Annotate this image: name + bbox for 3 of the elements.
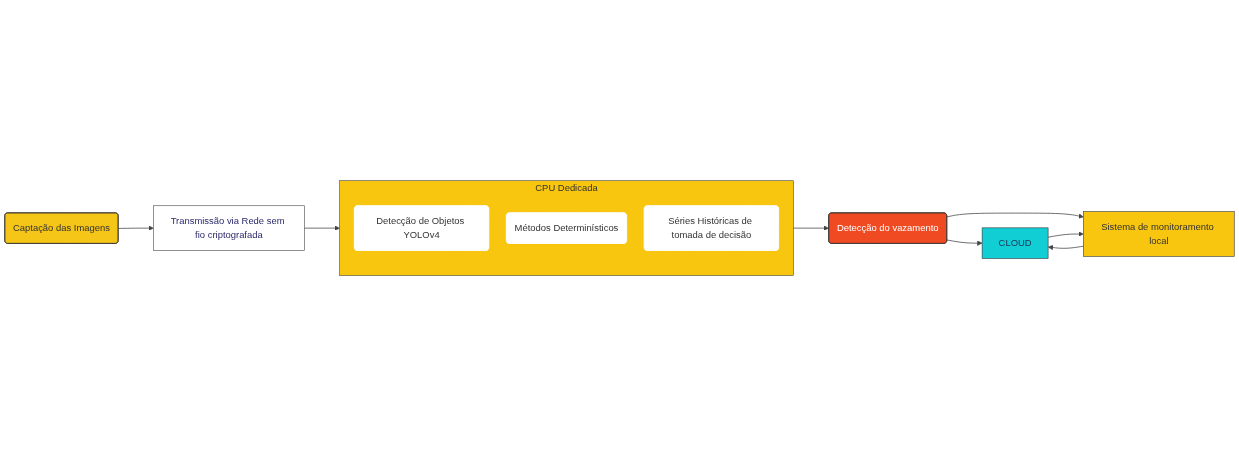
node-box: Sistema de monitoramento local <box>1083 211 1235 257</box>
node-box: CLOUD <box>981 227 1049 259</box>
node-box: Transmissão via Rede sem fio criptografada <box>153 205 305 251</box>
